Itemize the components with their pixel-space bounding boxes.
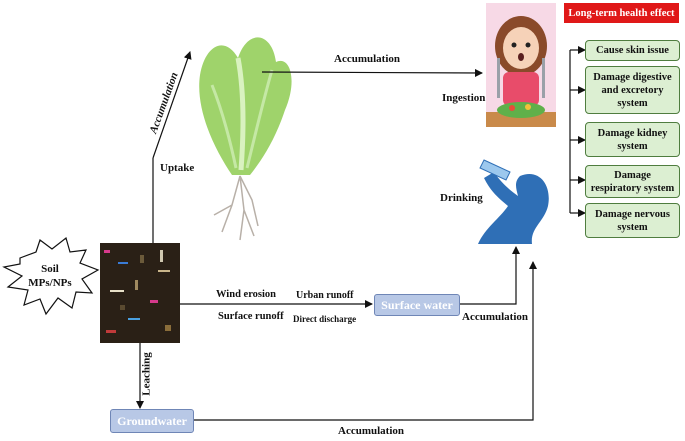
plant-to-girl-edge — [261, 68, 483, 77]
soil-image — [100, 243, 180, 343]
uptake-label: Uptake — [160, 162, 195, 174]
effect-nervous-box: Damage nervous system — [585, 203, 680, 238]
soil-label: Soil MPs/NPs — [28, 263, 72, 289]
lettuce-plant-image — [199, 37, 292, 241]
health-effect-title: Long-term health effect — [564, 3, 679, 23]
effect-respiratory-box: Damage respiratory system — [585, 165, 680, 198]
groundwater-to-drinker-edge — [192, 261, 537, 421]
accumulation-mid-label: Accumulation — [462, 311, 528, 323]
accumulation-top-label: Accumulation — [334, 53, 400, 65]
effect-kidney-box: Damage kidney system — [585, 122, 680, 157]
drinking-label: Drinking — [440, 192, 483, 204]
ingestion-label: Ingestion — [442, 92, 486, 104]
effect-digestive-box: Damage digestive and excretory system — [585, 66, 680, 114]
drinking-person-image — [478, 159, 549, 244]
girl-eating-image — [486, 3, 556, 127]
surface-runoff-label: Surface runoff — [218, 311, 284, 322]
soil-starburst — [2, 236, 100, 316]
accumulation-diagonal-edge — [152, 51, 192, 159]
urban-runoff-label: Urban runoff — [296, 290, 354, 301]
leaching-label: Leaching — [140, 352, 153, 396]
accumulation-bottom-label: Accumulation — [338, 425, 404, 437]
surface-to-drinker-edge — [460, 246, 520, 305]
direct-discharge-label: Direct discharge — [293, 314, 357, 324]
effect-skin-box: Cause skin issue — [585, 40, 680, 61]
wind-erosion-label: Wind erosion — [216, 289, 277, 300]
groundwater-node: Groundwater — [110, 409, 194, 433]
surface-water-node: Surface water — [374, 294, 460, 316]
